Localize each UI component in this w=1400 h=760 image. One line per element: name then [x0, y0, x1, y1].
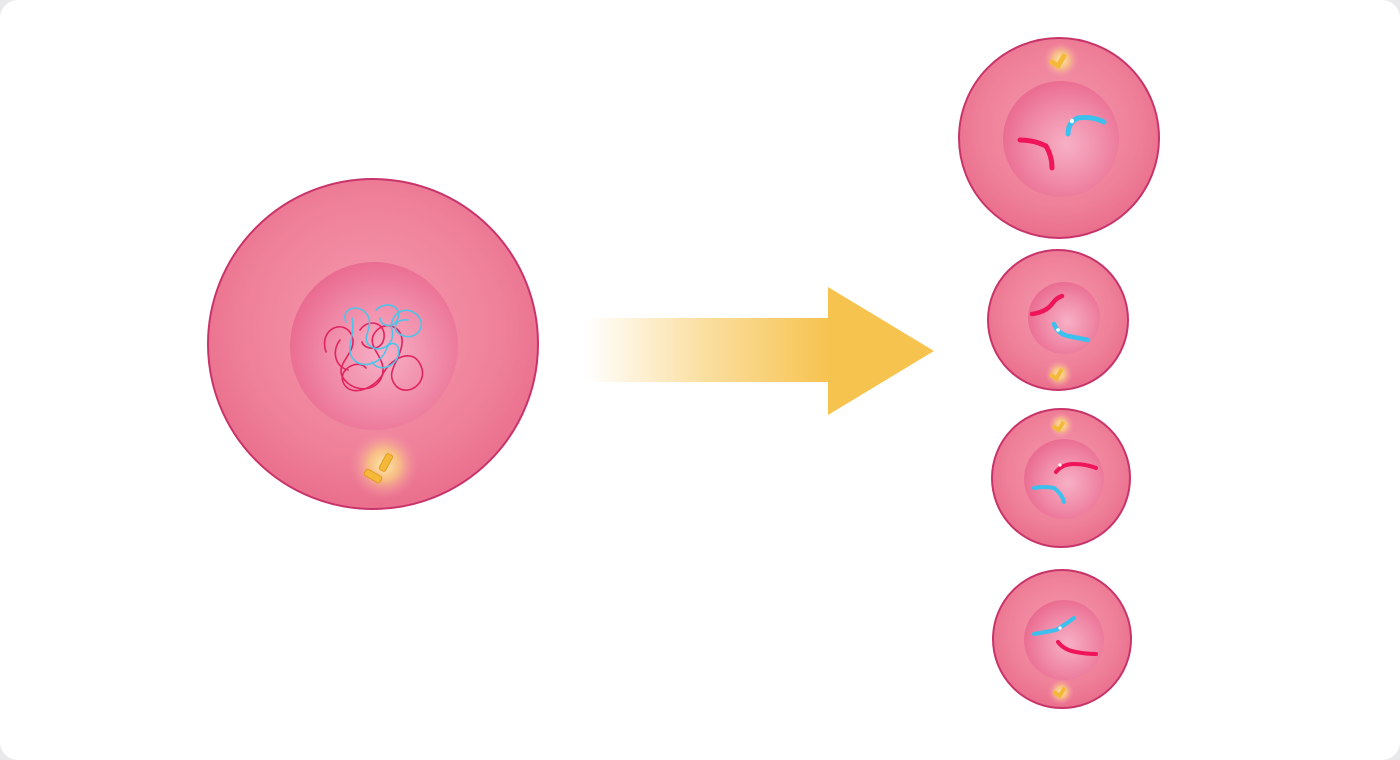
- centriole-2: [363, 468, 383, 484]
- daughter-3-chromosomes: [1032, 461, 1098, 504]
- daughter-3-centrosome: [1051, 421, 1065, 432]
- process-arrow: [585, 287, 934, 415]
- daughter-cell-2: [987, 249, 1129, 391]
- maternal-chromatin-strand: [323, 324, 424, 392]
- maternal-chromosome: [1054, 461, 1098, 474]
- maternal-chromosome: [1017, 137, 1055, 171]
- maternal-chromosome: [1056, 640, 1098, 656]
- paternal-chromosome: [1032, 485, 1066, 504]
- daughter-2-nucleus: [1028, 282, 1100, 354]
- daughter-3-nucleus: [1024, 439, 1104, 519]
- daughter-4-chromosomes: [1032, 616, 1098, 656]
- paternal-chromosome: [1032, 616, 1076, 636]
- paternal-chromatin-loop: [375, 304, 400, 327]
- arrow-body: [585, 287, 934, 415]
- daughter-2-chromosomes: [1029, 293, 1091, 343]
- paternal-chromatin-strand: [344, 307, 422, 369]
- paternal-chromosome: [1065, 115, 1107, 137]
- centriole-1: [378, 453, 393, 472]
- centromere: [1058, 626, 1062, 630]
- daughter-2-centrosome: [1049, 368, 1064, 381]
- chromatin-tangle: [323, 304, 424, 392]
- centromere: [1058, 463, 1062, 467]
- parent-cell: [207, 178, 539, 510]
- parent-centrosome: [363, 453, 393, 484]
- centromere: [1069, 118, 1075, 124]
- daughter-1-chromosomes: [1017, 115, 1107, 171]
- maternal-chromosome: [1029, 293, 1065, 317]
- daughter-cell-3: [991, 408, 1131, 548]
- daughter-4-nucleus: [1024, 600, 1104, 680]
- daughter-1-nucleus: [1003, 81, 1119, 197]
- centromere: [1056, 328, 1060, 332]
- daughter-cell-4: [992, 569, 1132, 709]
- daughter-cell-1: [958, 37, 1160, 239]
- daughter-1-centrosome: [1049, 53, 1067, 69]
- daughter-4-centrosome: [1052, 687, 1066, 698]
